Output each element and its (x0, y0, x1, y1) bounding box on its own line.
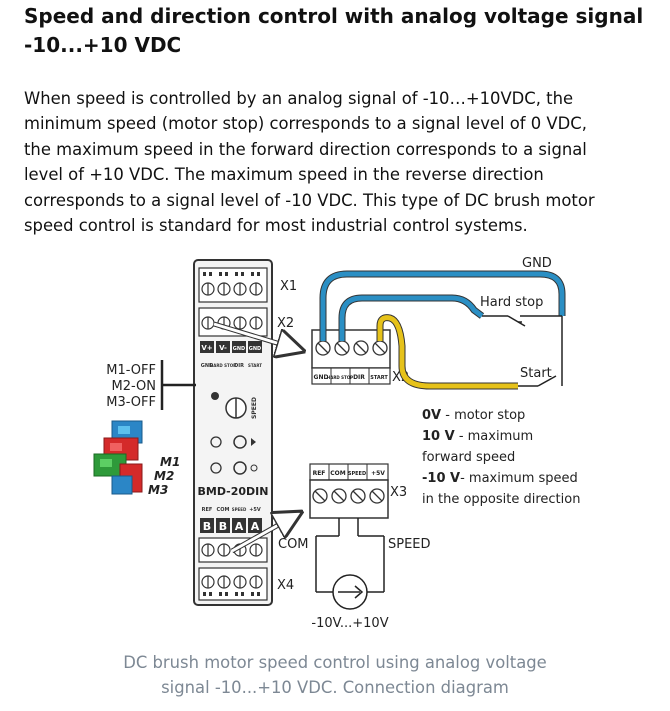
terminal-block-x4 (198, 567, 268, 601)
note-bold: -10 V (422, 471, 460, 486)
wire-label-start: Start (520, 366, 552, 381)
wire-hard-stop (338, 294, 485, 341)
paragraph-line: minimum speed (motor stop) corresponds t… (24, 114, 587, 134)
switch-name-m3: M3 (148, 483, 168, 497)
label-dir: DIR (234, 363, 244, 369)
note-bold: 10 V (422, 429, 455, 444)
switch-setting-m2: M2-ON (112, 379, 157, 394)
terminal-block-x2 (198, 307, 268, 337)
zoom-arrow-x3 (230, 514, 298, 554)
label-hard-stop: HARD STOP (210, 363, 236, 368)
mode-letter: A (235, 520, 244, 533)
wire-start (376, 314, 518, 390)
dip-switch-settings: M1-OFF M2-ON M3-OFF (106, 360, 196, 410)
caption-line-1: DC brush motor speed control using analo… (123, 653, 547, 672)
label-gnd: GND (233, 346, 245, 352)
wire-gnd (319, 270, 566, 341)
note-line: 0V - motor stop (422, 408, 525, 423)
speed-potentiometer: SPEED (211, 392, 258, 419)
zoom-label-speed: SPEED (348, 471, 366, 477)
device-model-label: BMD-20DIN (198, 485, 269, 498)
source-voltage-label: -10V...+10V (311, 616, 388, 631)
analog-source-circuit (315, 518, 385, 610)
note-text: - maximum (455, 429, 533, 444)
paragraph-line: corresponds to a signal level of -10 VDC… (24, 190, 595, 210)
zoom-label-com: COM (330, 470, 346, 477)
connection-diagram: V+ V- GND GND GND HARD STOP DIR START SP… (0, 246, 670, 646)
voltage-notes: 0V - motor stop 10 V - maximum forward s… (422, 408, 580, 507)
zoom-label-gnd: GND (314, 374, 329, 381)
mode-letter: B (203, 520, 211, 533)
switch-setting-m3: M3-OFF (106, 395, 156, 410)
connector-label-x3: X3 (390, 485, 407, 500)
label-start: START (248, 363, 262, 368)
terminal-block-x1 (198, 267, 268, 303)
label-gnd: GND (201, 363, 213, 369)
switch-circuit (482, 315, 563, 387)
page-heading: Speed and direction control with analog … (24, 2, 654, 60)
label-ref: REF (202, 507, 213, 513)
x3-device-label-row: REF COM SPEED +5V (202, 507, 261, 513)
switch-name-m2: M2 (154, 469, 174, 483)
wire-label-com: COM (278, 537, 309, 552)
wire-label-speed: SPEED (388, 537, 431, 552)
zoom-label-start: START (370, 375, 388, 381)
paragraph-line: When speed is controlled by an analog si… (24, 89, 574, 108)
note-text: in the opposite direction (422, 492, 580, 507)
mode-letter: B (219, 520, 227, 533)
zoom-label-dir: DIR (353, 374, 365, 381)
x3-zoomed-connector: REF COM SPEED +5V (309, 463, 389, 519)
note-text: - motor stop (441, 408, 525, 423)
mode-letter: A (251, 520, 260, 533)
connection-diagram-svg: V+ V- GND GND GND HARD STOP DIR START SP… (93, 256, 580, 631)
x2-top-label-row: V+ V- GND GND (200, 341, 262, 353)
note-line: in the opposite direction (422, 492, 580, 507)
description-paragraph: When speed is controlled by an analog si… (24, 86, 649, 238)
label-plus-5v: +5V (249, 507, 261, 513)
note-text: - maximum speed (460, 471, 578, 486)
label-speed: SPEED (232, 507, 247, 512)
status-indicators (210, 435, 258, 475)
connector-label-x1: X1 (280, 279, 297, 294)
label-v-plus: V+ (201, 344, 212, 352)
wire-label-hard-stop: Hard stop (480, 295, 543, 310)
label-com: COM (217, 507, 230, 513)
caption-line-2: signal -10...+10 VDC. Connection diagram (161, 678, 509, 697)
zoom-label-hard-stop: HARD STOP (327, 375, 353, 380)
zoom-label-plus-5v: +5V (371, 470, 385, 477)
paragraph-line: the maximum speed in the forward directi… (24, 139, 587, 159)
mode-letter-row: B B A A (200, 518, 262, 533)
dip-switch-icon: M1 M2 M3 (93, 420, 180, 497)
zoom-arrow-x2 (213, 321, 300, 350)
zoom-label-ref: REF (313, 470, 326, 477)
wire-label-gnd: GND (522, 256, 552, 271)
label-gnd: GND (249, 346, 261, 352)
paragraph-line: level of +10 VDC. The maximum speed in t… (24, 165, 544, 185)
heading-line-1: Speed and direction control with analog … (24, 4, 644, 28)
note-line: forward speed (422, 450, 515, 465)
heading-line-2: -10...+10 VDC (24, 33, 182, 57)
speed-pot-label: SPEED (251, 397, 258, 419)
note-line: -10 V- maximum speed (422, 471, 578, 486)
note-text: forward speed (422, 450, 515, 465)
note-bold: 0V (422, 408, 441, 423)
switch-setting-m1: M1-OFF (106, 363, 156, 378)
x2-bottom-label-row: GND HARD STOP DIR START (201, 363, 263, 369)
paragraph-line: speed control is standard for most indus… (24, 216, 528, 236)
label-v-minus: V- (219, 344, 227, 352)
connector-label-x4: X4 (277, 578, 294, 593)
switch-name-m1: M1 (160, 455, 180, 469)
figure-caption: DC brush motor speed control using analo… (0, 650, 670, 700)
device-body: V+ V- GND GND GND HARD STOP DIR START SP… (193, 259, 273, 606)
note-line: 10 V - maximum (422, 429, 533, 444)
connector-label-x2: X2 (277, 316, 294, 331)
